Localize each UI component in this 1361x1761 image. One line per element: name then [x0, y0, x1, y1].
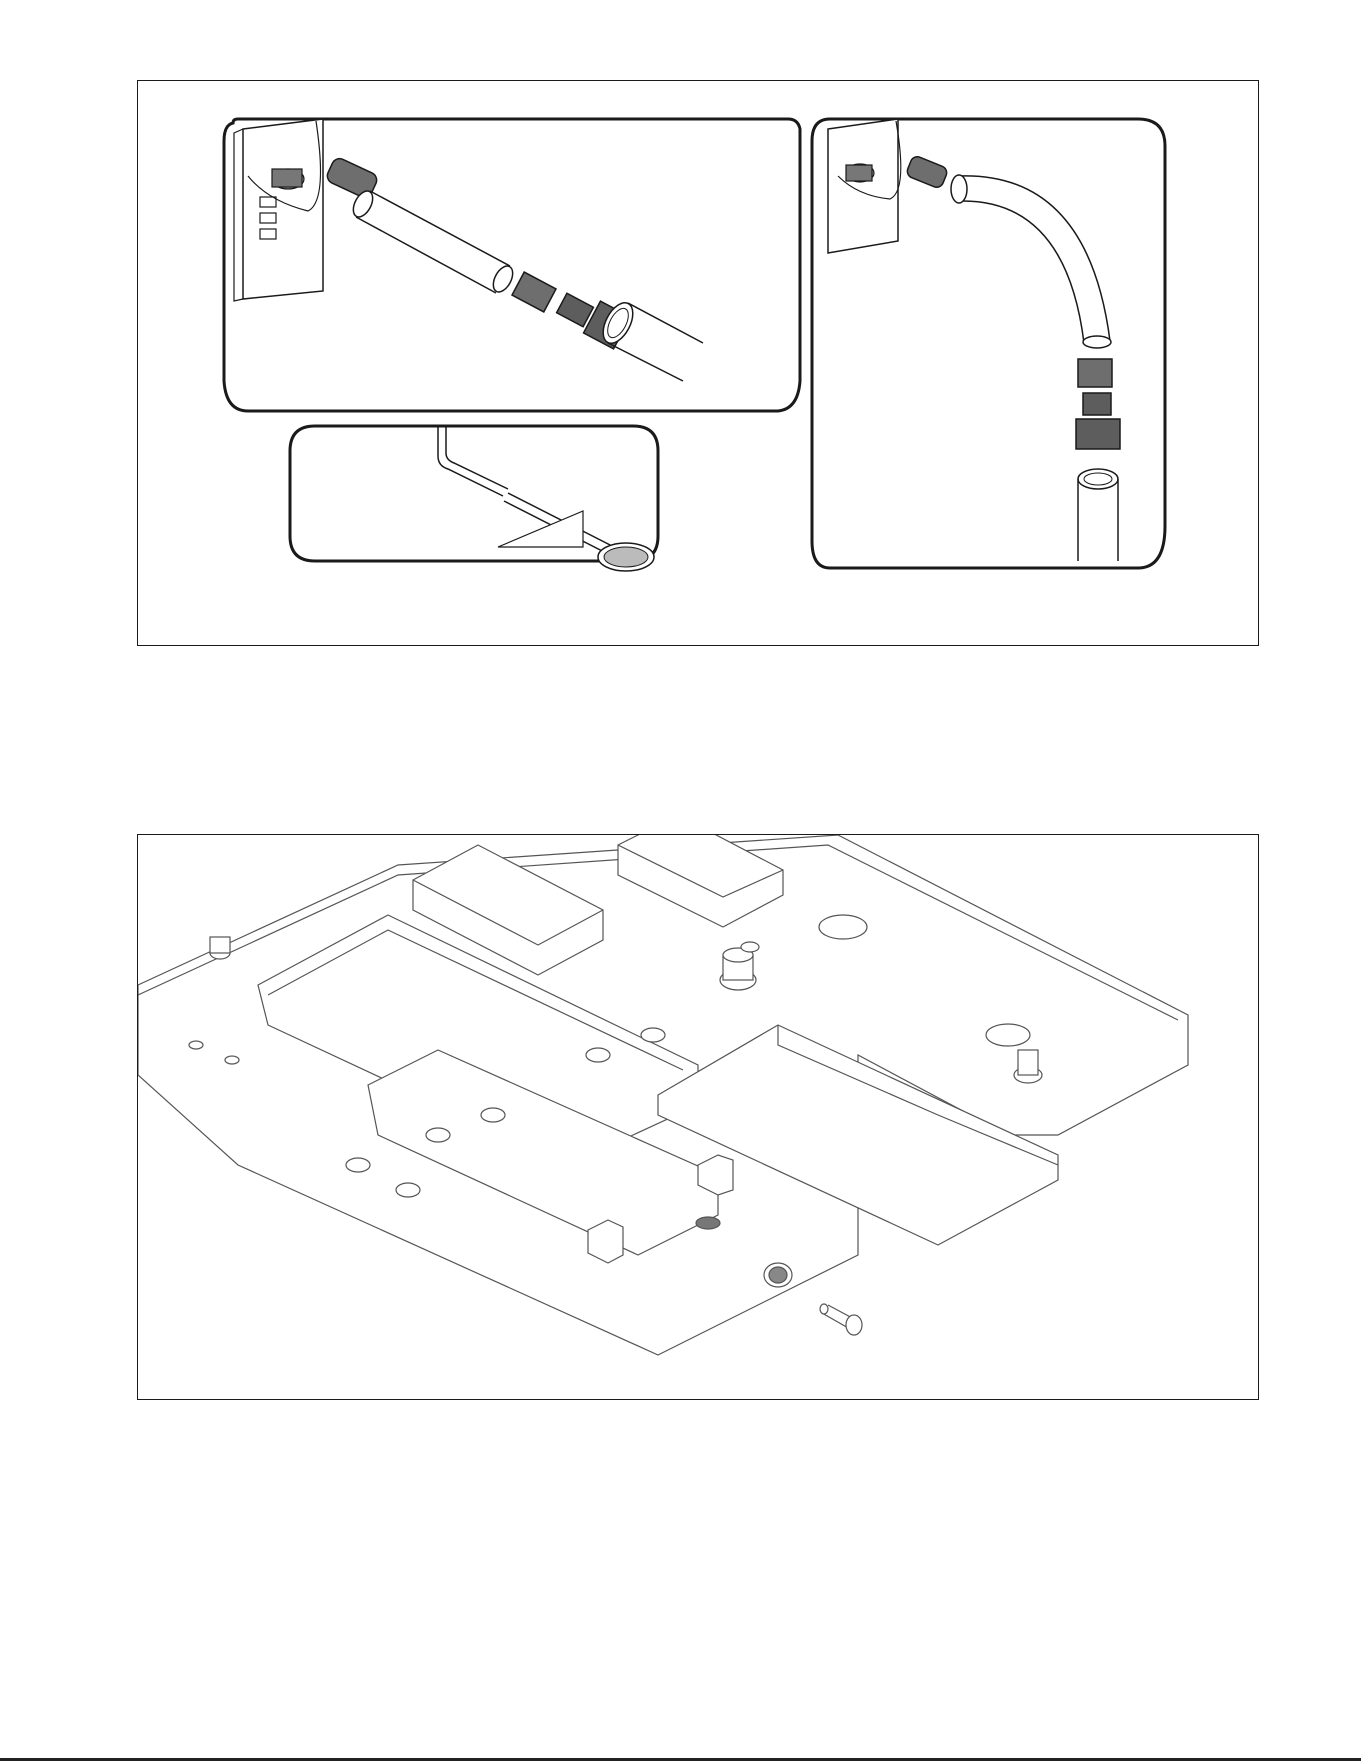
figure-pipe-connections: [137, 80, 1259, 646]
pipe-connections-illustration: [138, 81, 1260, 647]
figure-housing-base: [137, 834, 1259, 1400]
panel-main-pipe: [224, 119, 800, 411]
housing-base-illustration: [138, 835, 1259, 1400]
panel-drain: [290, 426, 658, 571]
panel-elbow: [812, 119, 1165, 568]
housing-base: [138, 835, 1188, 1355]
